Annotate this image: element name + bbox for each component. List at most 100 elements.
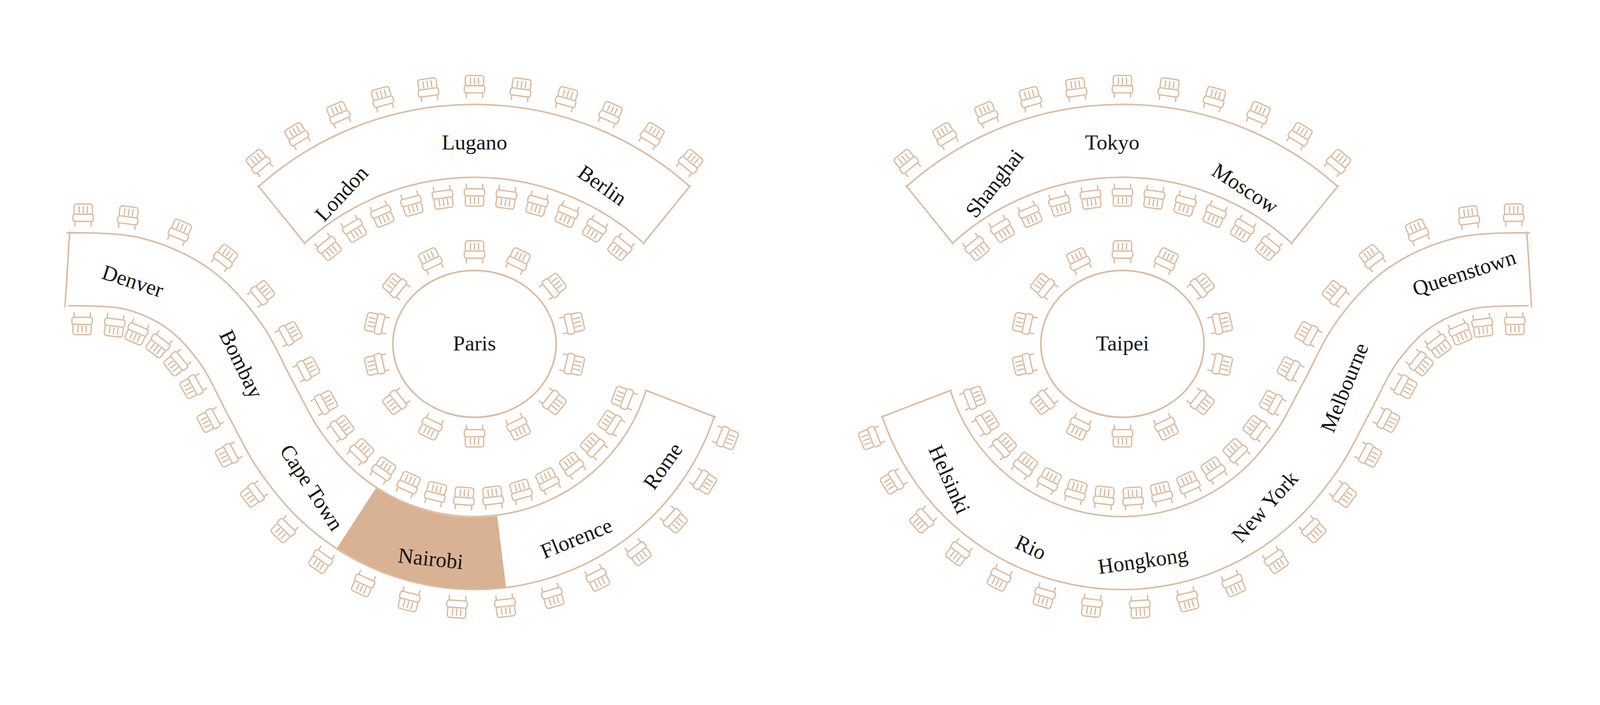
chair-icon <box>559 311 586 336</box>
chair-icon <box>1011 352 1038 377</box>
chair-icon <box>1327 479 1358 509</box>
chair-icon <box>931 121 960 151</box>
chair-icon <box>209 243 240 273</box>
chair-icon <box>394 470 422 500</box>
chair-icon <box>606 231 636 262</box>
chair-icon <box>1029 386 1060 416</box>
chair-icon <box>364 352 391 377</box>
chair-icon <box>1034 466 1063 496</box>
chair-icon <box>508 478 535 506</box>
chair-icon <box>674 148 705 179</box>
chair-icon <box>1446 317 1474 346</box>
chair-icon <box>1047 190 1073 217</box>
chair-icon <box>103 312 126 338</box>
chair-icon <box>368 455 398 486</box>
chair-icon <box>453 487 475 511</box>
chair-icon <box>1142 184 1166 210</box>
chair-icon <box>892 148 923 179</box>
chair-icon <box>1244 100 1272 129</box>
round-table: Paris <box>390 267 560 421</box>
chair-icon <box>364 311 391 336</box>
chair-icon <box>579 431 610 462</box>
chair-icon <box>583 563 612 593</box>
chair-icon <box>1260 545 1290 575</box>
chair-icon <box>1321 279 1352 309</box>
chair-icon <box>1112 75 1133 98</box>
chair-icon <box>423 481 448 508</box>
chair-icon <box>350 569 378 598</box>
chair-icon <box>1018 85 1044 113</box>
chair-icon <box>165 218 193 247</box>
chair-icon <box>623 537 653 567</box>
chair-icon <box>504 246 532 276</box>
round-table: Taipei <box>1038 267 1208 421</box>
chair-icon <box>1357 243 1388 273</box>
chair-icon <box>1185 386 1216 416</box>
chair-icon <box>417 246 445 276</box>
chair-icon <box>1201 85 1227 113</box>
chair-icon <box>559 352 586 377</box>
chair-icon <box>1152 246 1180 276</box>
table-outline <box>241 100 708 256</box>
chair-icon <box>1201 199 1229 228</box>
chair-icon <box>196 405 226 434</box>
chair-icon <box>557 451 588 481</box>
table-outline <box>335 486 507 590</box>
chair-icon <box>144 329 174 359</box>
chair-icon <box>1092 485 1116 510</box>
chair-icon <box>307 545 337 575</box>
chair-icon <box>1065 246 1093 276</box>
chair-icon <box>1258 389 1288 418</box>
chair-icon <box>446 594 468 618</box>
chair-icon <box>214 440 244 469</box>
chair-icon <box>581 213 610 244</box>
chair-icon <box>1457 205 1481 231</box>
chair-icon <box>1172 190 1198 217</box>
chair-icon <box>1112 183 1133 206</box>
chair-icon <box>464 183 485 206</box>
chair-icon <box>325 100 353 129</box>
chair-icon <box>1206 352 1233 377</box>
chair-icon <box>1229 213 1258 244</box>
chair-icon <box>1011 311 1038 336</box>
chair-icon <box>123 317 151 346</box>
chair-icon <box>396 586 422 613</box>
chair-icon <box>1016 199 1044 228</box>
chair-icon <box>1009 451 1040 481</box>
chair-icon <box>1219 569 1248 598</box>
chair-icon <box>987 431 1018 462</box>
chair-icon <box>464 75 485 98</box>
chair-icon <box>416 77 440 103</box>
chair-icon <box>417 412 445 441</box>
chair-icon <box>961 231 991 262</box>
chair-icon <box>537 271 568 302</box>
chair-icon <box>879 466 909 496</box>
chair-icon <box>246 279 277 309</box>
chair-icon <box>464 424 485 447</box>
chair-icon <box>381 271 412 302</box>
table-name: Lugano <box>441 132 507 154</box>
band-table: LondonLuganoBerlin <box>241 100 708 256</box>
chair-icon <box>1371 405 1401 434</box>
chair-icon <box>1199 455 1229 486</box>
chair-icon <box>399 190 425 217</box>
chair-icon <box>162 347 193 378</box>
chair-icon <box>1297 514 1328 545</box>
chair-icon <box>269 514 300 545</box>
chair-icon <box>1065 412 1093 441</box>
chair-icon <box>958 384 987 412</box>
chair-icon <box>1062 478 1089 506</box>
chair-icon <box>857 424 886 451</box>
chair-icon <box>1152 412 1180 441</box>
chair-icon <box>553 85 579 113</box>
chair-icon <box>1122 487 1144 511</box>
chair-icon <box>1079 184 1103 210</box>
chair-icon <box>368 199 396 228</box>
chair-icon <box>944 537 974 567</box>
chair-icon <box>325 414 355 444</box>
chair-icon <box>637 121 666 151</box>
chair-icon <box>339 213 368 244</box>
chair-icon <box>610 384 639 412</box>
chair-icon <box>658 504 689 535</box>
chair-icon <box>345 437 376 468</box>
